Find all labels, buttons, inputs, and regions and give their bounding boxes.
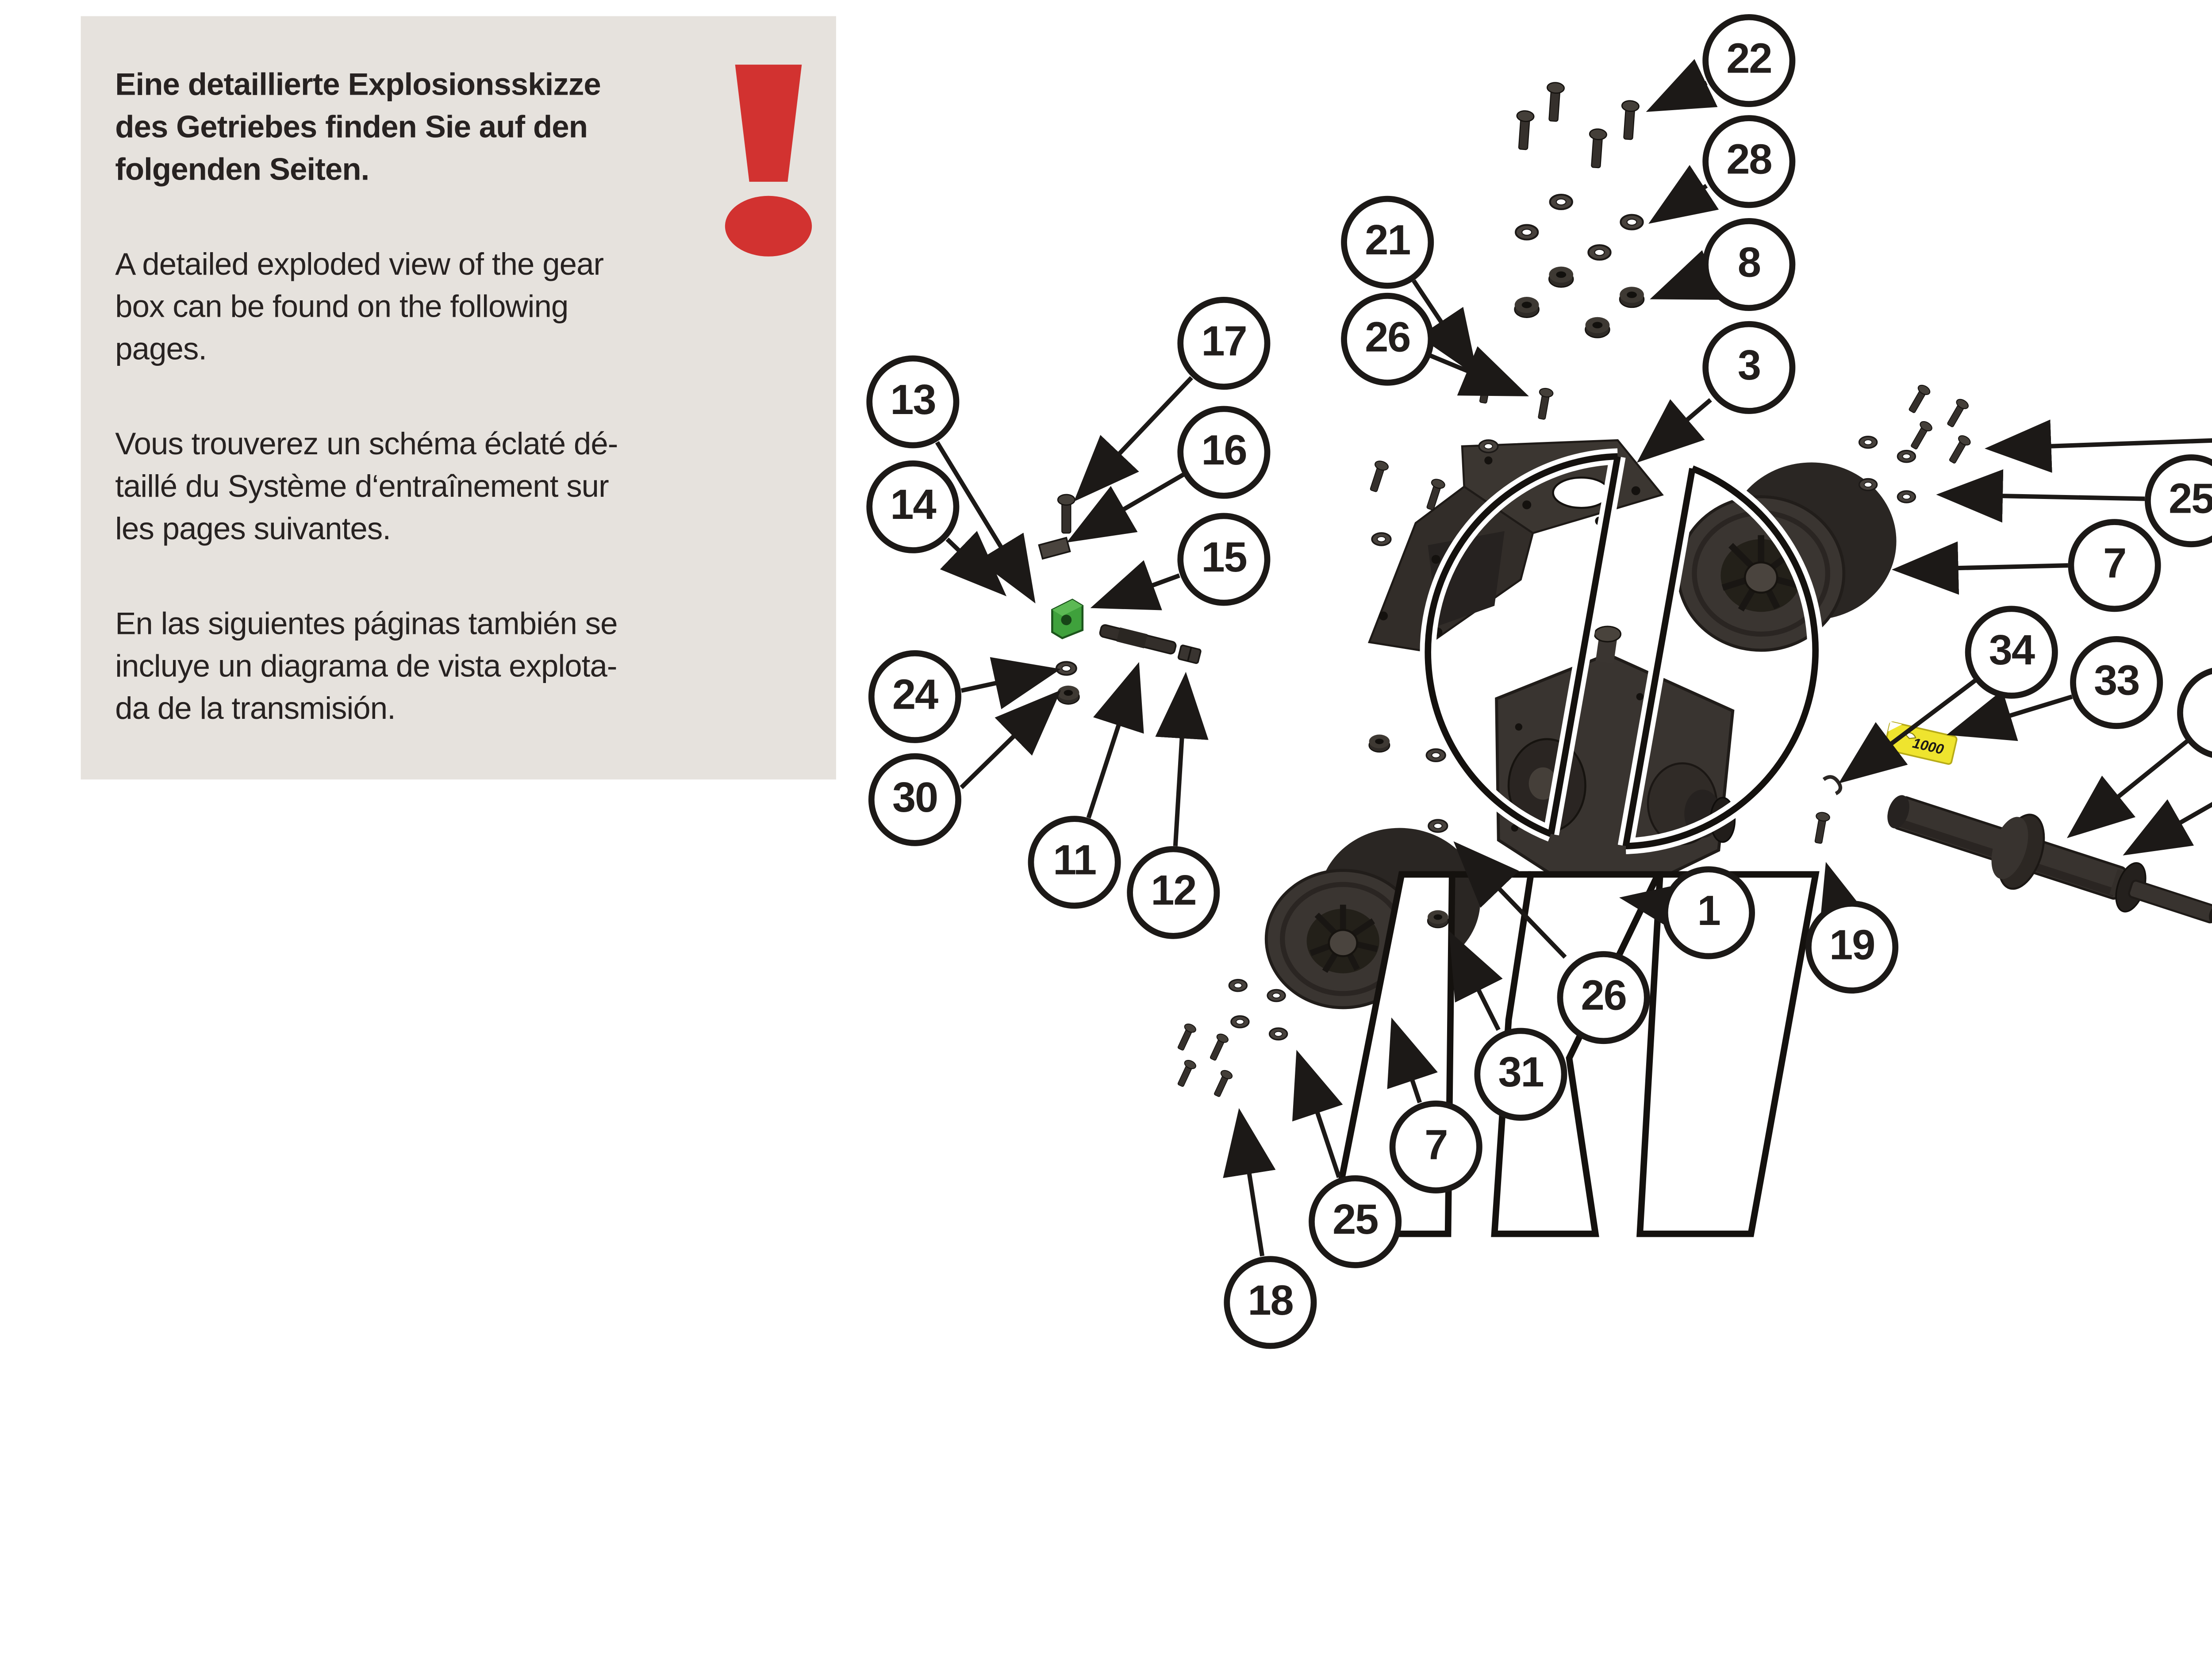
- callout-8-2: 8: [1702, 218, 1796, 311]
- square-washer-16: [1038, 537, 1071, 560]
- leader-arrow-8: [1650, 250, 1722, 300]
- callout-17-6: 17: [1177, 297, 1271, 390]
- callout-33-19: 33: [2070, 636, 2163, 729]
- leader-arrow-28: [1648, 165, 1719, 224]
- callout-24-11: 24: [868, 650, 961, 743]
- leader-arrow-18-right: [1985, 419, 2212, 473]
- leader-arrow-26-bottom: [1453, 841, 1567, 959]
- callout-31-31: 31: [1474, 1028, 1567, 1121]
- callout-3-5: 3: [1702, 321, 1796, 414]
- exclamation-bar: [735, 65, 802, 182]
- leader-arrow-1: [1619, 882, 1690, 935]
- leader-arrow-13: [935, 441, 1036, 604]
- brand-circle-mark: [1420, 448, 1824, 854]
- leader-arrow-26-top: [1429, 346, 1529, 396]
- callout-12-14: 12: [1127, 846, 1220, 939]
- leader-arrow-12: [1155, 672, 1209, 847]
- rod-coupler: [1177, 645, 1202, 664]
- callout-26-4: 26: [1341, 292, 1434, 386]
- hardware-washers-top: [1516, 195, 1643, 260]
- leader-arrow-15: [1090, 560, 1180, 610]
- leader-arrow-17: [1074, 376, 1193, 502]
- callout-21-3: 21: [1341, 196, 1434, 289]
- leader-arrow-25-right: [1936, 469, 2145, 523]
- leader-arrow-3: [1636, 398, 1712, 463]
- info-text-french: Vous trouverez un schéma éclaté dé- tail…: [115, 428, 618, 548]
- leader-arrow-22: [1646, 59, 1718, 112]
- callout-26-30: 26: [1557, 951, 1650, 1044]
- leader-arrow-30-left: [960, 690, 1061, 789]
- callout-7-17: 7: [2068, 519, 2161, 612]
- exclamation-dot: [725, 196, 812, 257]
- hardware-left-cluster: [1055, 661, 1079, 704]
- hardware-upper-right: [1858, 383, 1973, 503]
- leader-arrow-7-right: [1892, 541, 2068, 595]
- leader-arrow-2: [2066, 739, 2189, 838]
- bolt-17: [1057, 494, 1075, 534]
- leader-arrow-2a: [2123, 799, 2212, 856]
- leader-arrow-25-bottom: [1292, 1050, 1343, 1178]
- leader-arrow-16: [1066, 472, 1185, 543]
- pulley-upper: [1677, 462, 1897, 652]
- callout-28-1: 28: [1702, 115, 1796, 208]
- info-box: Eine detaillierte Explosionsskizze des G…: [81, 16, 836, 780]
- leader-arrow-24-left: [960, 657, 1061, 710]
- callout-30-12: 30: [868, 753, 961, 846]
- leader-arrows: [935, 59, 2212, 1257]
- threaded-rod: [1099, 624, 1177, 655]
- leader-arrow-19: [1819, 862, 1870, 934]
- leader-arrow-11: [1086, 662, 1144, 819]
- hardware-bottom-left: [1174, 978, 1288, 1099]
- callout-16-7: 16: [1177, 406, 1271, 499]
- callout-14-10: 14: [866, 460, 960, 553]
- leader-arrow-31: [1449, 931, 1503, 1031]
- leader-arrow-33: [1946, 690, 2073, 741]
- callout-22-0: 22: [1702, 14, 1796, 107]
- callout-19-29: 19: [1805, 900, 1899, 994]
- callout-18-34: 18: [1224, 1256, 1317, 1349]
- callout-13-9: 13: [866, 355, 960, 449]
- leader-arrow-18-bottom: [1223, 1108, 1276, 1257]
- gearbox: [1495, 625, 1736, 909]
- callout-7-32: 7: [1389, 1100, 1482, 1193]
- info-text-english: A detailed exploded view of the gear box…: [115, 248, 604, 368]
- callout-11-13: 11: [1028, 816, 1121, 909]
- green-bearing-block: [1051, 599, 1084, 640]
- info-text-german: Eine detaillierte Explosionsskizze des G…: [115, 69, 601, 188]
- callout-25-33: 25: [1309, 1175, 1402, 1268]
- drive-shaft: [1887, 795, 2212, 924]
- hardware-bolts-top: [1514, 81, 1640, 169]
- callout-15-8: 15: [1177, 513, 1271, 606]
- spring-clip: [1822, 775, 1843, 795]
- exclamation-icon: [709, 50, 830, 262]
- leader-arrow-14: [940, 531, 1007, 596]
- callout-1-28: 1: [1662, 866, 1755, 959]
- leader-arrow-7-bottom: [1387, 1017, 1438, 1104]
- callout-34-18: 34: [1965, 606, 2058, 699]
- hardware-nuts-top: [1515, 267, 1644, 338]
- bolt-19: [1811, 811, 1831, 845]
- info-text-spanish: En las siguientes páginas también se inc…: [115, 608, 618, 727]
